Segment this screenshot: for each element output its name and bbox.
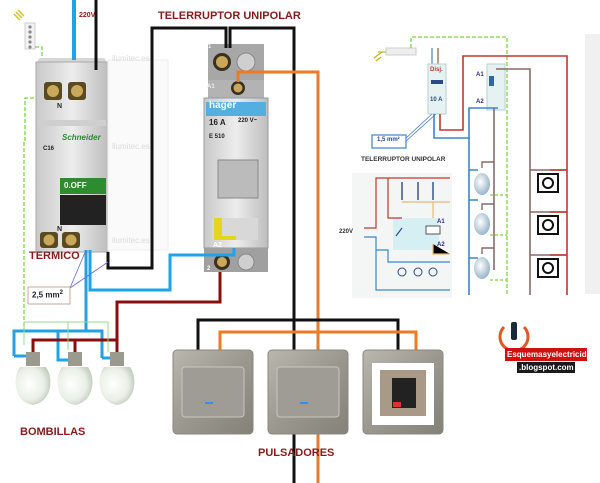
watermark: ilumitec.es bbox=[112, 54, 150, 63]
wire-earth-bulbs bbox=[23, 321, 109, 352]
secondary-a1: A1 bbox=[476, 72, 484, 78]
relay-terminal-a1: A1 bbox=[207, 84, 215, 90]
wire-black-breaker-relay bbox=[106, 26, 228, 270]
relay-model: E 510 bbox=[209, 134, 225, 140]
wire-section-value: 2,5 mm bbox=[32, 290, 60, 300]
bulb-1 bbox=[15, 352, 51, 405]
wire-black-relay-pushbuttons bbox=[228, 26, 296, 483]
wire-section-label: 2,5 mm2 bbox=[32, 290, 63, 300]
bulbs-label: BOMBILLAS bbox=[20, 426, 86, 438]
relay-terminal-1: 1 bbox=[208, 44, 212, 50]
breaker-label: TERMICO bbox=[29, 250, 80, 262]
bulb-2 bbox=[57, 352, 93, 405]
wire-red-bulb-bus bbox=[31, 338, 119, 352]
logo-line-2: .blogspot.com bbox=[519, 363, 574, 372]
wire-section-sup: 2 bbox=[59, 290, 63, 296]
schematic-supply: 220V bbox=[339, 229, 354, 235]
schematic-diagram bbox=[352, 173, 452, 298]
relay-terminal-2: 2 bbox=[207, 266, 211, 272]
breaker-terminal-bottom: N bbox=[57, 226, 63, 233]
secondary-diagram bbox=[368, 34, 600, 295]
wire-section-box bbox=[27, 286, 71, 305]
pushbutton-2 bbox=[267, 349, 349, 435]
watermark: ilumitec.es bbox=[112, 142, 150, 151]
earth-wire bbox=[23, 46, 43, 330]
breaker-termico bbox=[35, 58, 109, 253]
secondary-wire-section: 1,5 mm² bbox=[377, 137, 400, 143]
wire-return-bulbs bbox=[115, 272, 222, 340]
breaker-switch-state: 0.OFF bbox=[64, 181, 87, 190]
pushbutton-1 bbox=[172, 349, 254, 435]
relay-title: TELERRUPTOR UNIPOLAR bbox=[158, 10, 301, 22]
wire-blue-a2 bbox=[88, 248, 236, 292]
schematic-a2: A2 bbox=[437, 242, 445, 248]
earth-terminal-block bbox=[13, 9, 36, 50]
disj-label: Disj. bbox=[430, 67, 443, 73]
breaker-rating: C16 bbox=[43, 146, 55, 152]
watermark: ilumitec.es bbox=[112, 236, 150, 245]
schematic-a1: A1 bbox=[437, 219, 445, 225]
relay-terminal-a2: A2 bbox=[213, 242, 222, 249]
disj-rating: 10 A bbox=[430, 97, 443, 103]
breaker-brand: Schneider bbox=[62, 133, 101, 142]
schematic-title: TELERRUPTOR UNIPOLAR bbox=[361, 156, 446, 163]
breaker-terminal-top: N bbox=[57, 103, 63, 110]
plug-logo-icon bbox=[498, 322, 587, 373]
relay-brand: hager bbox=[209, 100, 237, 111]
wire-black-pushbuttons bbox=[196, 318, 400, 372]
relay-voltage: 220 V~ bbox=[238, 118, 258, 124]
relay-rating: 16 A bbox=[209, 118, 226, 127]
pushbuttons-label: PULSADORES bbox=[258, 447, 335, 459]
secondary-a2: A2 bbox=[476, 99, 484, 105]
wire-orange-a1 bbox=[236, 70, 320, 483]
watermark-area bbox=[107, 59, 169, 251]
bulb-3 bbox=[99, 352, 135, 405]
supply-voltage-label: 220V bbox=[79, 12, 96, 19]
logo-line-1: Esquemasyelectricidad bbox=[507, 350, 596, 359]
pushbutton-3-open bbox=[362, 349, 444, 435]
relay-telerruptor bbox=[203, 44, 269, 272]
